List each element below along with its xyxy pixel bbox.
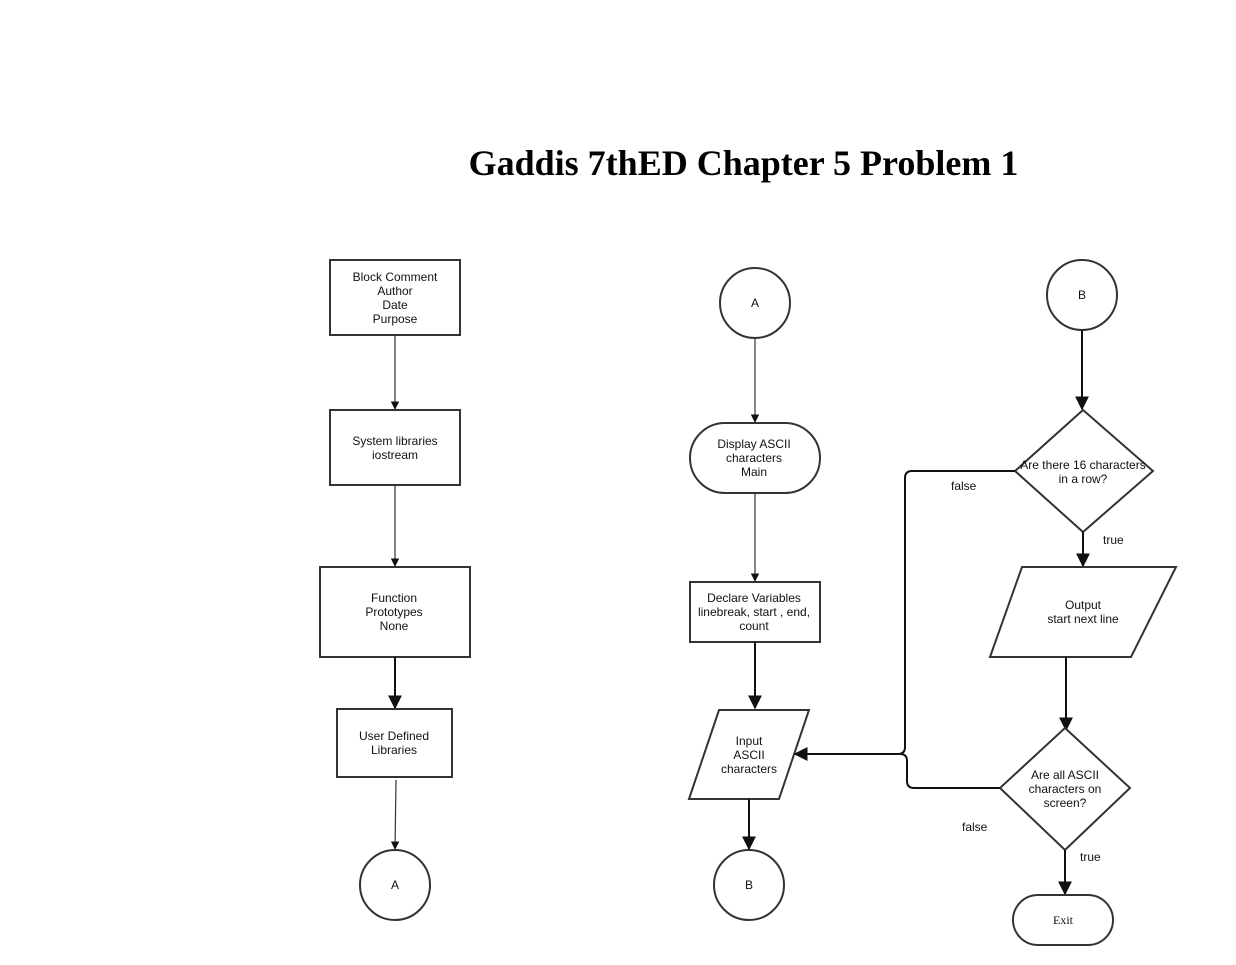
connector-a-top-label: A — [751, 296, 759, 310]
connector-b-bottom-node: B — [713, 849, 785, 921]
display-main-node: Display ASCII characters Main — [689, 422, 821, 494]
user-libraries-line-2: Libraries — [371, 743, 417, 757]
input-chars-line-3: characters — [721, 762, 777, 776]
decision-all-true-label: true — [1080, 850, 1101, 864]
connector-a-top-node: A — [719, 267, 791, 339]
block-comment-line-2: Author — [377, 284, 412, 298]
decision-all-false-label: false — [962, 820, 988, 834]
block-comment-node: Block Comment Author Date Purpose — [329, 259, 461, 336]
connector-b-top-label: B — [1078, 288, 1086, 302]
output-line-line-1: Output — [1065, 598, 1102, 612]
decision-16-node: Are there 16 characters in a row? — [1013, 408, 1155, 534]
decision-16-true-label: true — [1103, 533, 1124, 547]
page-title: Gaddis 7thED Chapter 5 Problem 1 — [468, 143, 1019, 183]
declare-variables-node: Declare Variables linebreak, start , end… — [689, 581, 821, 643]
decision-all-line-1: Are all ASCII — [1031, 768, 1099, 782]
edge-decisionall-false — [899, 753, 1000, 789]
decision-16-line-2: in a row? — [1059, 472, 1108, 486]
decision-all-line-3: screen? — [1044, 796, 1087, 810]
declare-variables-line-3: count — [739, 619, 769, 633]
user-libraries-node: User Defined Libraries — [336, 708, 453, 778]
exit-label: Exit — [1053, 913, 1074, 927]
display-main-line-1: Display ASCII — [717, 437, 790, 451]
decision-16-false-label: false — [951, 479, 977, 493]
edge-decision16-false — [793, 470, 1015, 761]
function-prototypes-line-2: Prototypes — [365, 605, 422, 619]
function-prototypes-line-3: None — [380, 619, 409, 633]
function-prototypes-line-1: Function — [371, 591, 417, 605]
system-libraries-node: System libraries iostream — [329, 409, 461, 486]
decision-all-node: Are all ASCII characters on screen? — [998, 726, 1132, 852]
connector-b-bottom-label: B — [745, 878, 753, 892]
declare-variables-line-1: Declare Variables — [707, 591, 801, 605]
system-libraries-line-2: iostream — [372, 448, 418, 462]
user-libraries-line-1: User Defined — [359, 729, 429, 743]
block-comment-line-1: Block Comment — [353, 270, 438, 284]
display-main-line-3: Main — [741, 465, 767, 479]
connector-b-top-node: B — [1046, 259, 1118, 331]
block-comment-line-3: Date — [382, 298, 408, 312]
decision-all-line-2: characters on — [1029, 782, 1102, 796]
connector-a-left-node: A — [359, 849, 431, 921]
decision-16-line-1: Are there 16 characters — [1020, 458, 1145, 472]
output-line-node: Output start next line — [988, 566, 1178, 658]
input-chars-line-2: ASCII — [733, 748, 764, 762]
exit-node: Exit — [1012, 894, 1114, 946]
output-line-line-2: start next line — [1047, 612, 1119, 626]
input-chars-line-1: Input — [736, 734, 763, 748]
declare-variables-line-2: linebreak, start , end, — [698, 605, 810, 619]
input-chars-node: Input ASCII characters — [687, 709, 811, 800]
display-main-line-2: characters — [726, 451, 782, 465]
function-prototypes-node: Function Prototypes None — [319, 566, 471, 658]
edge-userlibs-to-a — [390, 779, 400, 850]
block-comment-line-4: Purpose — [373, 312, 418, 326]
connector-a-left-label: A — [391, 878, 399, 892]
system-libraries-line-1: System libraries — [352, 434, 437, 448]
